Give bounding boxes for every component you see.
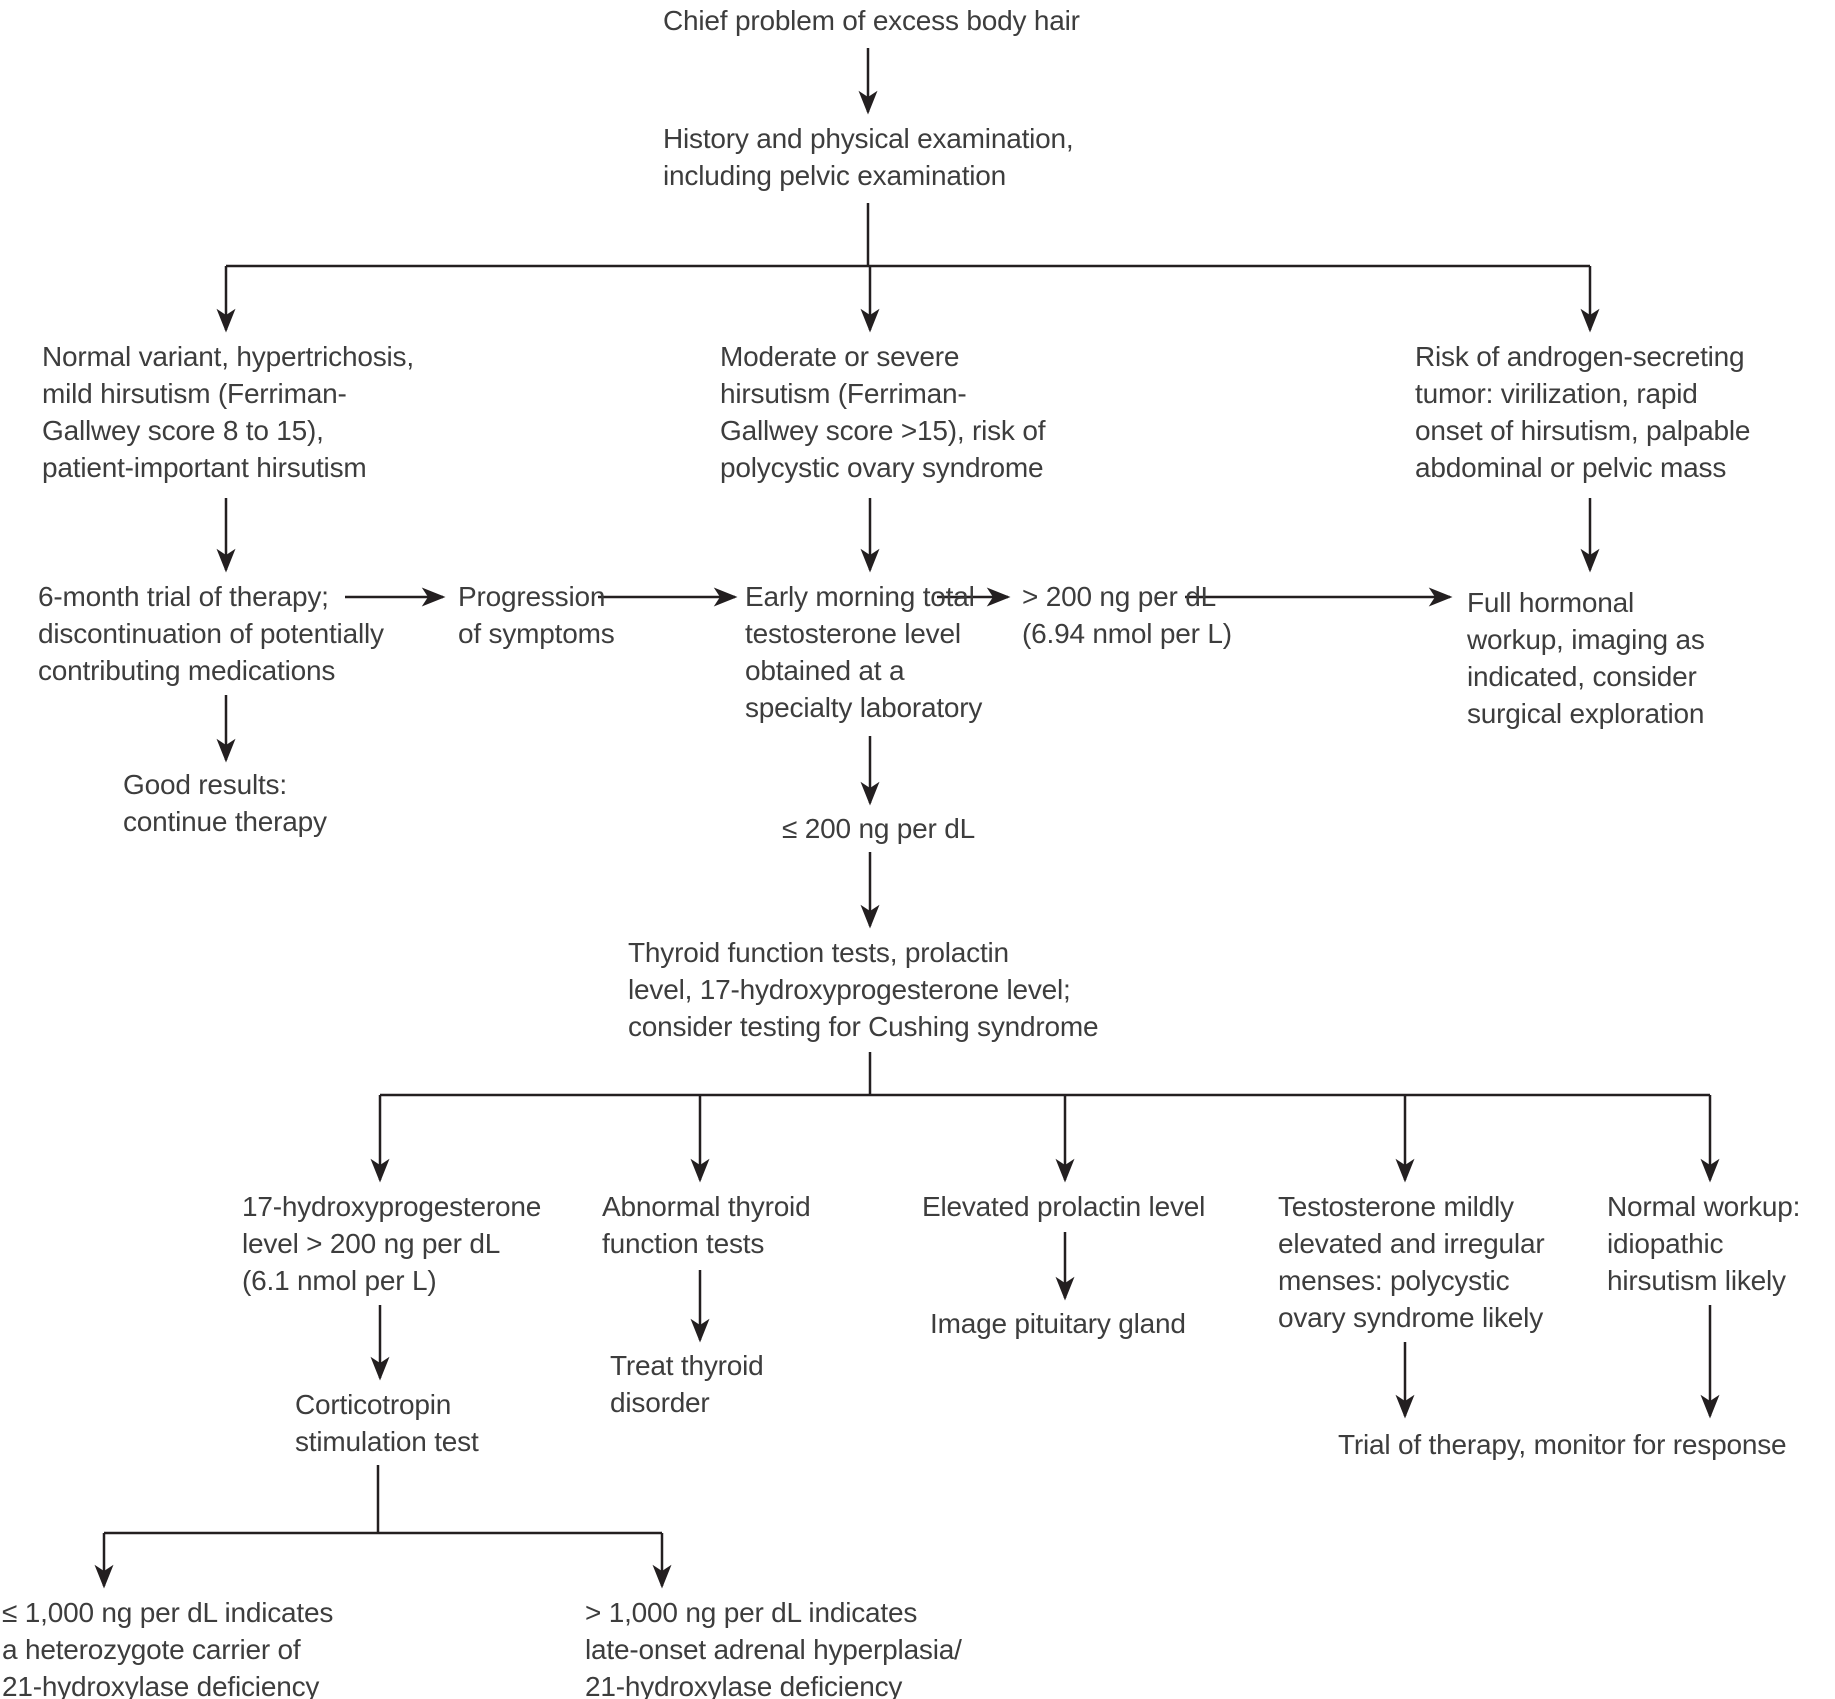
node-moderate-severe: Moderate or severe hirsutism (Ferriman- … (720, 341, 1046, 483)
node-full-workup: Full hormonal workup, imaging as indicat… (1467, 587, 1705, 729)
node-history-physical: History and physical examination, includ… (663, 123, 1074, 191)
node-progression: Progression of symptoms (458, 581, 615, 649)
node-normal-workup: Normal workup: idiopathic hirsutism like… (1607, 1191, 1801, 1296)
node-treat-thyroid: Treat thyroid disorder (610, 1350, 764, 1418)
node-gt-200: > 200 ng per dL (6.94 nmol per L) (1022, 581, 1232, 649)
node-thyroid-tests: Thyroid function tests, prolactin level,… (628, 937, 1099, 1042)
node-le-200: ≤ 200 ng per dL (782, 813, 975, 844)
node-elevated-prolactin: Elevated prolactin level (922, 1191, 1206, 1222)
node-gt-1000: > 1,000 ng per dL indicates late-onset a… (585, 1597, 962, 1699)
node-ohp-high: 17-hydroxyprogesterone level > 200 ng pe… (242, 1191, 542, 1296)
node-corticotropin-test: Corticotropin stimulation test (295, 1389, 479, 1457)
node-six-month-trial: 6-month trial of therapy; discontinuatio… (38, 581, 384, 686)
node-chief-complaint: Chief problem of excess body hair (663, 5, 1080, 36)
node-tumor-risk: Risk of androgen-secreting tumor: virili… (1415, 341, 1751, 483)
node-testosterone-mild: Testosterone mildly elevated and irregul… (1278, 1191, 1545, 1333)
node-image-pituitary: Image pituitary gland (930, 1308, 1186, 1339)
node-good-results: Good results: continue therapy (123, 769, 327, 837)
node-trial-therapy: Trial of therapy, monitor for response (1338, 1429, 1787, 1460)
node-le-1000: ≤ 1,000 ng per dL indicates a heterozygo… (2, 1597, 334, 1699)
node-normal-variant: Normal variant, hypertrichosis, mild hir… (42, 341, 414, 483)
node-early-testosterone: Early morning total testosterone level o… (745, 581, 983, 723)
node-abnormal-thyroid: Abnormal thyroid function tests (602, 1191, 811, 1259)
